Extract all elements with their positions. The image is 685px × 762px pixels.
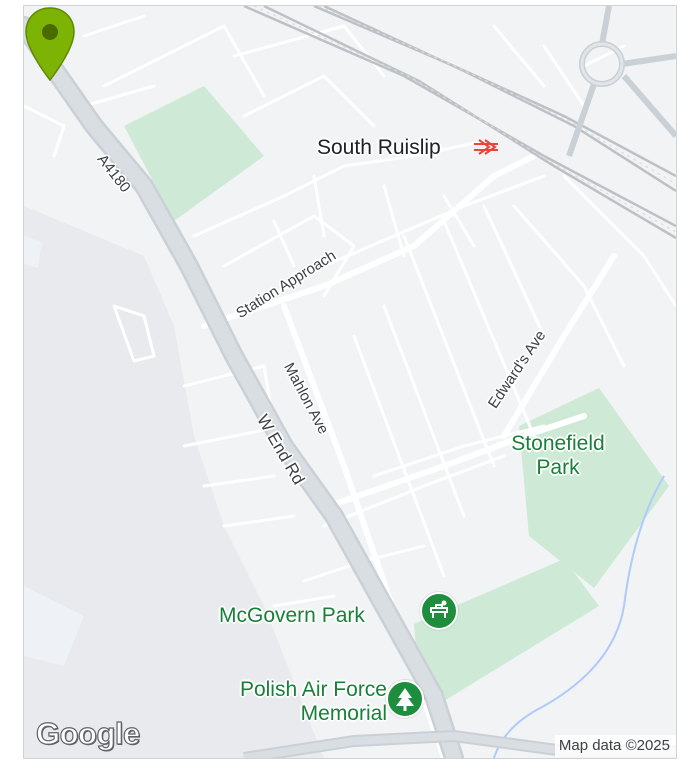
station-label-south-ruislip: South Ruislip: [317, 136, 441, 159]
google-logo[interactable]: Google: [35, 715, 140, 751]
map-base-layer: [24, 6, 676, 758]
park-area-northwest: [124, 86, 264, 221]
map-attribution[interactable]: Map data ©2025: [554, 735, 676, 757]
rail-station-icon[interactable]: [473, 139, 499, 155]
map-canvas[interactable]: A4180 W End Rd Station Approach Mahlon A…: [23, 5, 677, 759]
park-icon[interactable]: [420, 592, 458, 630]
park-label-mcgovern-park: McGovern Park: [219, 604, 365, 627]
stonefield-park-area: [519, 388, 669, 588]
mcgovern-park-area: [414, 559, 599, 701]
tree-icon[interactable]: [386, 680, 424, 718]
location-pin-icon[interactable]: [24, 6, 76, 82]
park-label-stonefield-park: Stonefield Park: [511, 432, 605, 480]
park-label-polish-air-force-memorial: Polish Air Force Memorial: [239, 678, 387, 726]
